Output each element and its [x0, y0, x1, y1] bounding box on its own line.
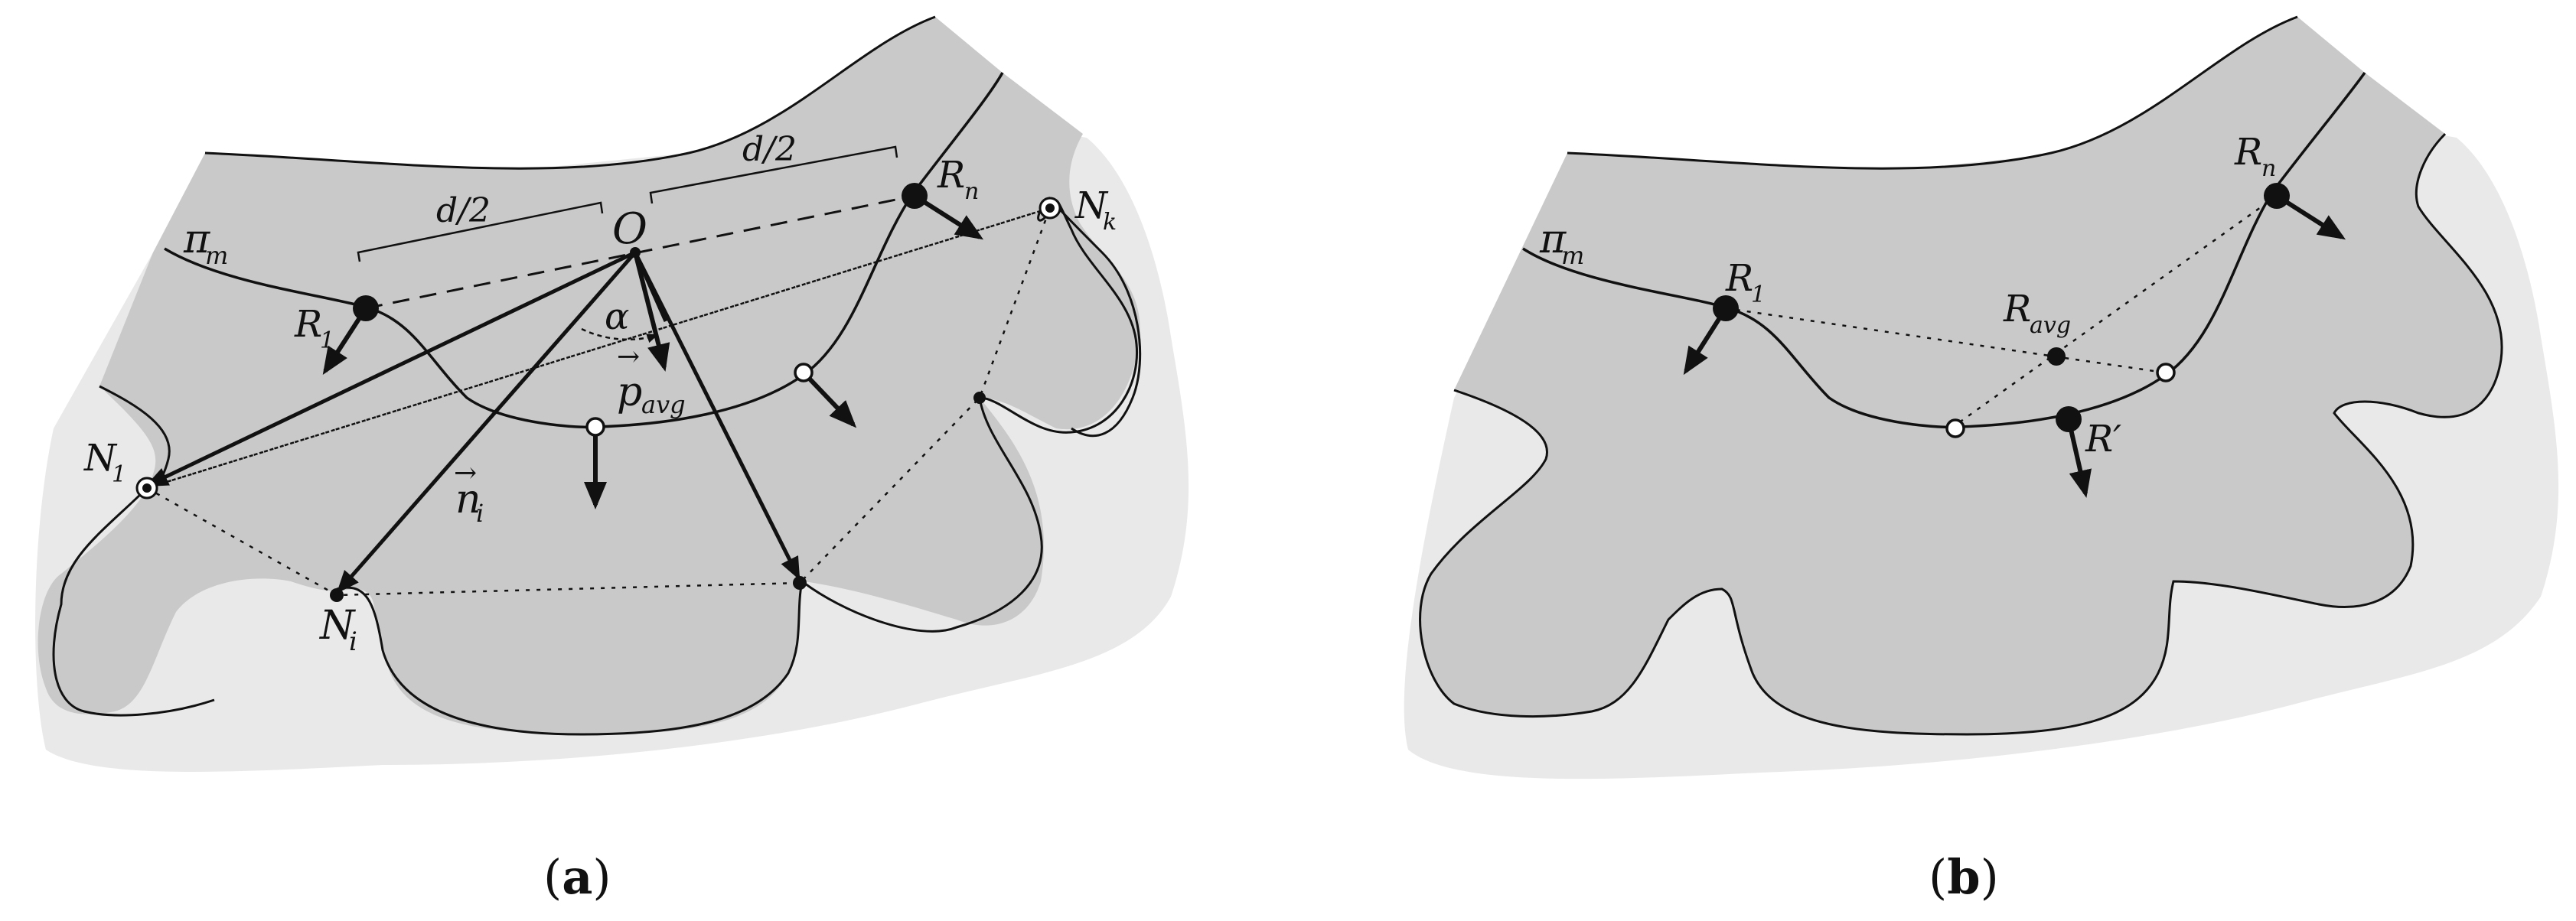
point-R-prime: [2056, 406, 2082, 432]
inner-region-a: [37, 17, 1140, 734]
label-pi-b: π: [1539, 216, 1567, 262]
label-n-sub: i: [476, 499, 484, 528]
vector-o-ni: [336, 251, 637, 594]
inner-region-b: [1420, 17, 2503, 734]
point-R1: [353, 295, 379, 321]
point-open-right-b: [2156, 363, 2176, 382]
label-pi-a: π: [183, 216, 210, 262]
label-pi-sub-a: m: [205, 241, 228, 270]
label-Rn-sub-b: n: [2261, 155, 2276, 182]
caption-b: (b): [1929, 849, 1999, 905]
label-R1-sub-b: 1: [1751, 282, 1766, 308]
dotted-rn-left: [1952, 194, 2278, 428]
label-Rn-sub-a: n: [964, 178, 979, 205]
point-open-left-b: [1945, 418, 1965, 438]
label-Ravg-sub: avg: [2030, 312, 2071, 339]
normal-mid2: [801, 370, 857, 428]
point-Ni: [330, 588, 344, 602]
label-alpha: α: [605, 295, 629, 338]
point-mid2: [794, 363, 814, 382]
label-Ni-sub: i: [349, 626, 357, 657]
label-R-prime: R′: [2085, 418, 2121, 460]
point-mid1: [585, 417, 605, 437]
vector-o-p: [633, 251, 801, 581]
label-Nk-sub: k: [1103, 209, 1117, 236]
label-R1-a: R: [294, 303, 322, 346]
label-p: p: [617, 369, 642, 415]
label-d2-left: d/2: [436, 191, 491, 230]
label-Nk: N: [1074, 184, 1109, 227]
label-Ravg: R: [2003, 288, 2031, 330]
vector-o-short: [633, 251, 668, 323]
bracket-right: [649, 145, 898, 204]
label-pi-sub-b: m: [1561, 241, 1584, 270]
boundary-b: [1419, 132, 2503, 736]
label-R1-sub-a: 1: [320, 327, 334, 354]
point-Np: [793, 576, 807, 590]
label-N1-sub: 1: [112, 461, 126, 488]
point-Nk: [1045, 203, 1055, 213]
label-Rn-b: R: [2234, 131, 2262, 174]
point-Nr: [973, 392, 986, 404]
label-R1-b: R: [1725, 257, 1753, 300]
label-N1: N: [83, 437, 118, 480]
label-O: O: [612, 204, 647, 254]
point-Rn: [902, 183, 928, 209]
alpha-arc: [581, 327, 659, 343]
boundary-a-right: [979, 199, 1139, 434]
pi-m-curve-a-tail: [1047, 196, 1142, 438]
point-R1-b: [1713, 295, 1739, 321]
label-d2-right: d/2: [742, 130, 797, 169]
label-n-arrow: →: [454, 457, 477, 489]
panel-a: π m d/2 d/2 O R 1 R n N 1 N k N i α → p …: [35, 15, 1189, 905]
label-n: n: [455, 477, 481, 522]
boundary-a-bottom: [336, 397, 1043, 736]
point-Rn-b: [2264, 183, 2290, 209]
label-p-sub: avg: [641, 390, 686, 419]
vector-o-n1: [145, 250, 637, 487]
bracket-left: [357, 201, 604, 262]
dotted-n1-nk: [146, 207, 1051, 490]
vector-p-avg: [633, 252, 670, 372]
dotted-polygon-a: [146, 207, 1052, 597]
caption-a: (a): [543, 849, 611, 905]
point-Ravg: [2047, 347, 2066, 366]
point-O: [630, 247, 641, 258]
boundary-a-left: [52, 385, 215, 717]
point-N1: [142, 483, 152, 493]
top-edge-a: [204, 15, 936, 170]
label-p-arrow: →: [617, 341, 640, 373]
label-Ni: N: [318, 603, 356, 649]
top-edge-b: [1567, 15, 2298, 170]
panel-b: π m R 1 R n R avg R′ (b): [1404, 15, 2559, 905]
label-Rn-a: R: [937, 154, 965, 197]
